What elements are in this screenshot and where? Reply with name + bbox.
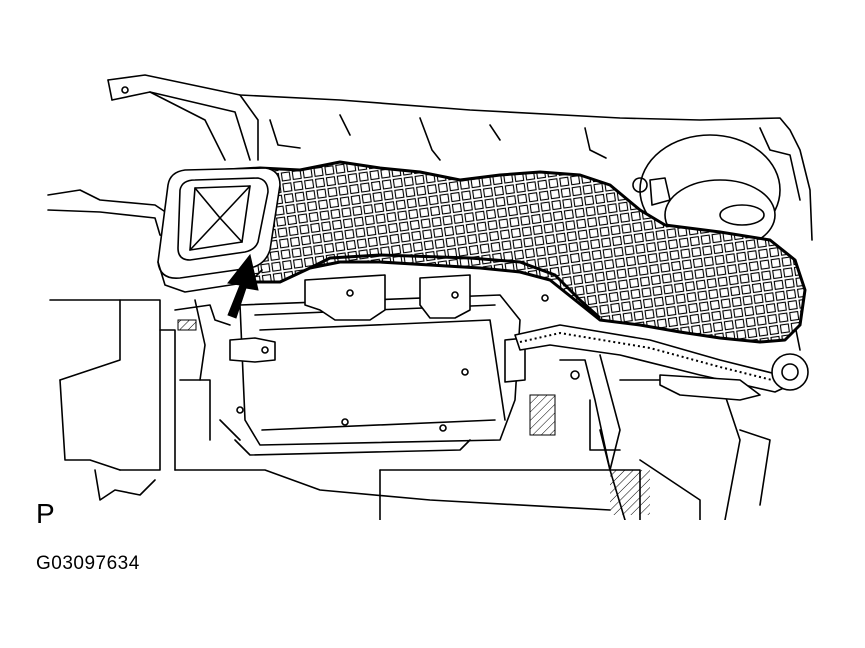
dashboard-structure [47,74,813,520]
figure-id: G03097634 [36,553,140,574]
harness-strap [514,324,809,471]
up-right-arrow-icon [227,253,259,319]
air-duct [188,160,807,344]
duct-outlet [157,167,281,293]
control-module [219,274,526,456]
view-label: P [36,498,55,529]
